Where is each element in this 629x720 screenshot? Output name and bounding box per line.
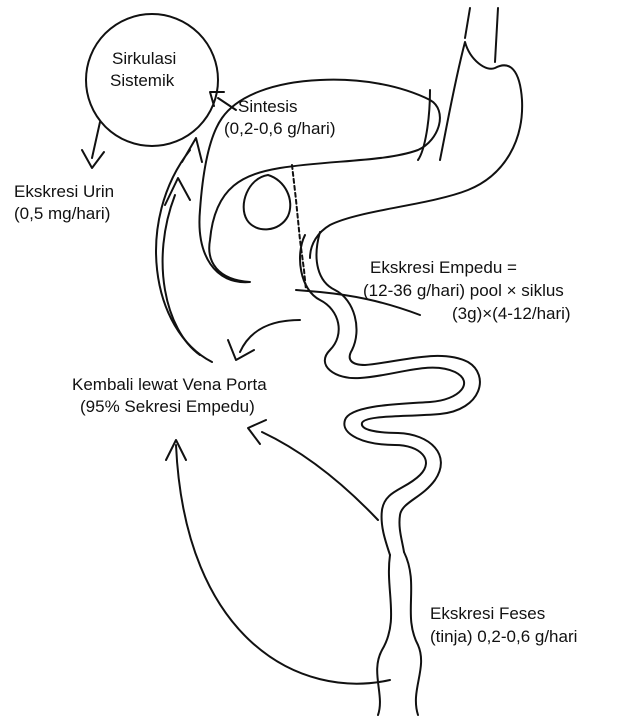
colon-shape — [377, 552, 421, 715]
portal-to-liver-arrow — [163, 178, 200, 355]
colon-to-portal-arrow — [248, 420, 378, 520]
empedu-label-3: (3g)×(4-12/hari) — [452, 303, 571, 324]
urin-label-1: Ekskresi Urin — [14, 181, 114, 202]
sirkulasi-label-2: Sistemik — [110, 70, 174, 91]
empedu-label-1: Ekskresi Empedu = — [370, 257, 517, 278]
sintesis-label-2: (0,2-0,6 g/hari) — [224, 118, 336, 139]
feses-label-2: (tinja) 0,2-0,6 g/hari — [430, 626, 577, 647]
sintesis-label-1: Sintesis — [238, 96, 298, 117]
intestine-to-portal-arrow — [228, 320, 300, 360]
sirkulasi-label-1: Sirkulasi — [112, 48, 176, 69]
bile-duct — [292, 165, 306, 290]
feses-label-1: Ekskresi Feses — [430, 603, 545, 624]
empedu-label-2: (12-36 g/hari) pool × siklus — [363, 280, 564, 301]
porta-label-1: Kembali lewat Vena Porta — [72, 374, 267, 395]
urine-arrow — [82, 122, 104, 168]
urin-label-2: (0,5 mg/hari) — [14, 203, 110, 224]
feces-return-arrow — [166, 440, 390, 684]
gallbladder-shape — [244, 175, 291, 229]
porta-label-2: (95% Sekresi Empedu) — [80, 396, 255, 417]
